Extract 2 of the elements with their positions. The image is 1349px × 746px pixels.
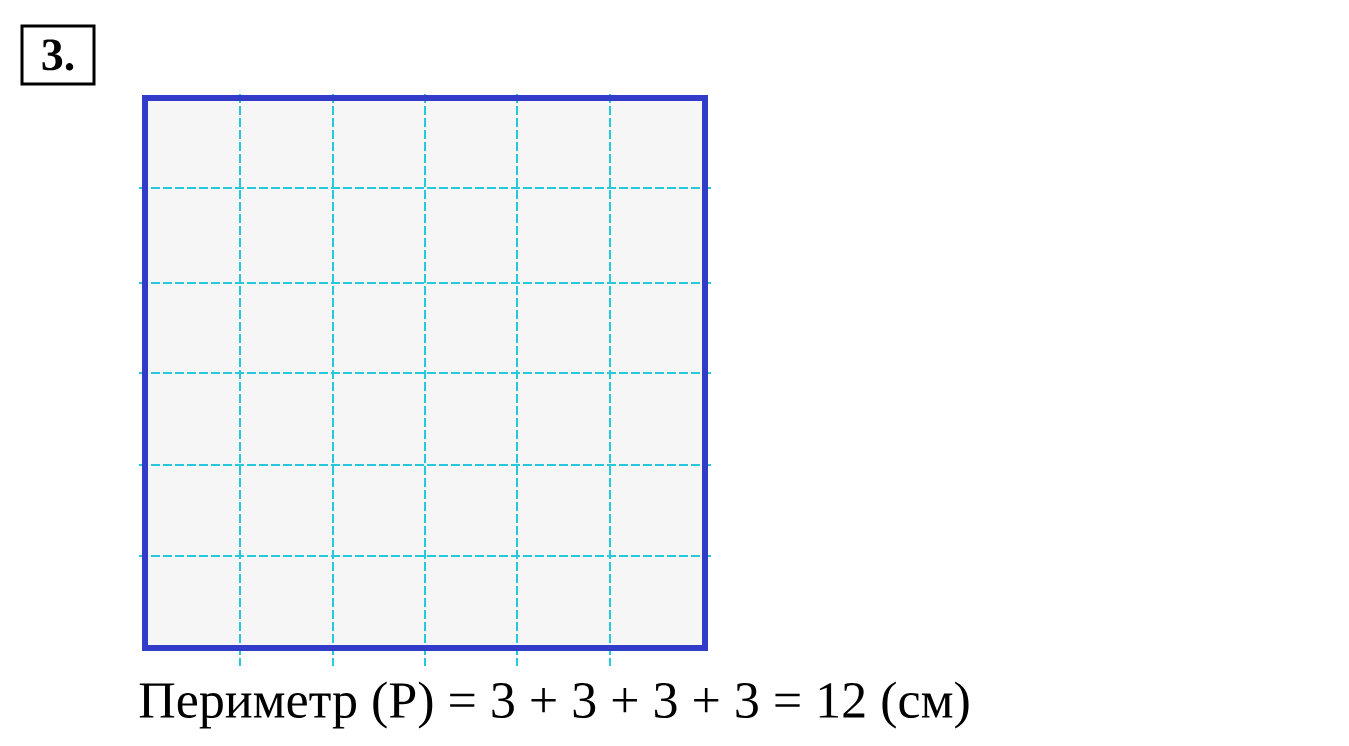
- formula-text: Периметр (P) = 3 + 3 + 3 + 3 = 12 (см): [139, 681, 969, 729]
- task-number: 3.: [20, 24, 96, 86]
